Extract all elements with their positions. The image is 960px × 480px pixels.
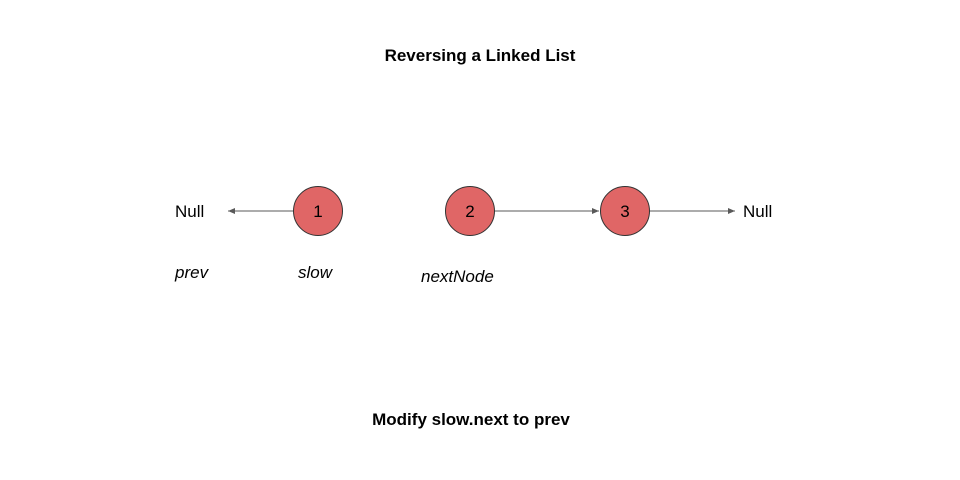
null-left-label: Null xyxy=(175,202,204,221)
node-2-circle xyxy=(445,186,495,236)
node-2-label: 2 xyxy=(465,202,474,221)
node-3-label: 3 xyxy=(620,202,629,221)
node-1: 1 xyxy=(293,186,343,236)
node-1-label: 1 xyxy=(313,202,322,221)
pointer-next-node-label: nextNode xyxy=(421,267,494,286)
node-3-circle xyxy=(600,186,650,236)
node-3: 3 xyxy=(600,186,650,236)
diagram-caption: Modify slow.next to prev xyxy=(372,410,570,429)
pointer-slow-label: slow xyxy=(298,263,334,282)
diagram-title: Reversing a Linked List xyxy=(384,46,576,65)
pointer-prev-label: prev xyxy=(174,263,210,282)
null-right-label: Null xyxy=(743,202,772,221)
node-2: 2 xyxy=(445,186,495,236)
node-1-circle xyxy=(293,186,343,236)
